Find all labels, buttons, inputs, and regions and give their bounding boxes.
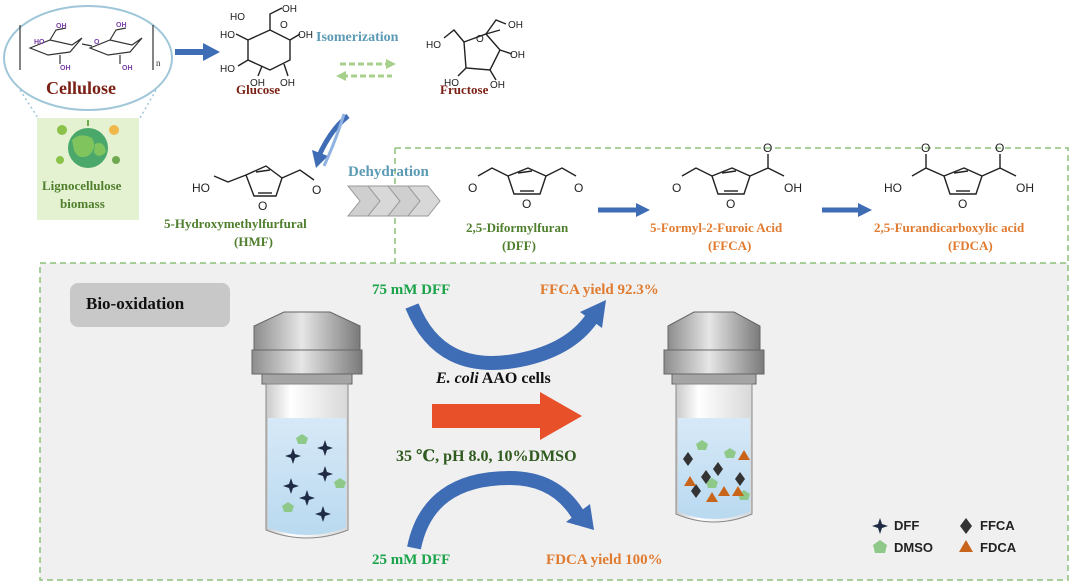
ffca-name-label: 5-Formyl-2-Furoic Acid	[650, 220, 783, 235]
svg-text:O: O	[574, 181, 583, 195]
ffca-abbr-label: (FFCA)	[708, 238, 752, 253]
bio-oxidation-label: Bio-oxidation	[86, 294, 185, 313]
hmf-name-label: 5-Hydroxymethylfurfural	[164, 216, 307, 231]
fdca-yield-label: FDCA yield 100%	[546, 552, 663, 568]
ecoli-label: E. coli AAO cells	[436, 370, 551, 387]
svg-text:O: O	[995, 141, 1004, 155]
right-vial-molecules	[683, 440, 750, 502]
svg-text:OH: OH	[56, 23, 67, 30]
isomerization-label: Isomerization	[316, 30, 399, 45]
svg-text:OH: OH	[510, 50, 525, 61]
svg-text:HO: HO	[230, 12, 245, 23]
dff-25-label: 25 mM DFF	[372, 552, 451, 568]
dff-structure	[477, 167, 577, 195]
dff-marker	[315, 506, 331, 522]
svg-text:OH: OH	[508, 20, 523, 31]
svg-text:HO: HO	[34, 39, 45, 46]
left-vial-molecules	[282, 434, 346, 522]
svg-text:O: O	[468, 181, 477, 195]
dashed-outline-top	[395, 147, 1069, 262]
svg-text:OH: OH	[298, 30, 313, 41]
cellulose-bubble	[3, 5, 173, 111]
legend-dmso: DMSO	[894, 540, 933, 555]
dff-75-label: 75 mM DFF	[372, 282, 451, 298]
dmso-marker	[334, 478, 346, 488]
legend-markers	[872, 518, 973, 553]
svg-text:O: O	[522, 197, 531, 211]
glucose-label: Glucose	[236, 82, 281, 97]
isomerization-arrows	[336, 59, 396, 81]
svg-text:OH: OH	[1016, 181, 1034, 195]
legend-ffca: FFCA	[980, 518, 1015, 533]
curved-arrow-glucose-hmf	[312, 113, 350, 168]
svg-text:O: O	[726, 197, 735, 211]
svg-text:OH: OH	[60, 65, 71, 72]
svg-text:O: O	[280, 20, 288, 31]
hmf-structure	[213, 165, 315, 197]
svg-text:O: O	[476, 34, 484, 45]
conditions-label: 35 ℃, pH 8.0, 10%DMSO	[396, 448, 577, 465]
dmso-marker	[296, 434, 308, 444]
dff-abbr-label: (DFF)	[502, 238, 536, 253]
svg-text:OH: OH	[282, 4, 297, 15]
svg-text:HO: HO	[192, 181, 210, 195]
svg-text:O: O	[921, 141, 930, 155]
lignocellulose-label: Lignocellulose	[42, 178, 122, 193]
dmso-marker	[282, 502, 294, 512]
svg-text:OH: OH	[490, 80, 505, 91]
svg-text:HO: HO	[884, 181, 902, 195]
fructose-label: Fructose	[440, 82, 489, 97]
fructose-structure	[443, 19, 513, 81]
bio-oxidation-label-box	[70, 283, 230, 327]
dff-marker	[317, 440, 333, 456]
svg-text:HO: HO	[220, 64, 235, 75]
ffca-yield-label: FFCA yield 92.3%	[540, 282, 659, 298]
ffca-structure	[681, 154, 785, 195]
svg-text:OH: OH	[116, 22, 127, 29]
fdca-abbr-label: (FDCA)	[948, 238, 993, 253]
svg-text:O: O	[958, 197, 967, 211]
dff-marker	[283, 478, 299, 494]
fdca-structure	[911, 154, 1017, 195]
legend-ffca-icon	[960, 518, 972, 534]
svg-text:OH: OH	[122, 65, 133, 72]
legend-fdca: FDCA	[980, 540, 1017, 555]
svg-text:O: O	[258, 199, 267, 213]
glucose-structure	[235, 7, 301, 77]
svg-text:HO: HO	[444, 78, 459, 89]
curved-arrow-bottom	[407, 470, 594, 550]
fdca-name-label: 2,5-Furandicarboxylic acid	[874, 220, 1025, 235]
legend-dff-icon	[872, 518, 888, 534]
dehydration-label: Dehydration	[348, 164, 429, 180]
svg-text:HO: HO	[426, 40, 441, 51]
svg-text:OH: OH	[784, 181, 802, 195]
dff-marker	[317, 466, 333, 482]
svg-text:HO: HO	[220, 30, 235, 41]
svg-text:n: n	[156, 58, 161, 68]
cellulose-label: Cellulose	[46, 78, 116, 98]
vial-right	[663, 311, 765, 523]
dff-marker	[285, 448, 301, 464]
svg-text:OH: OH	[280, 78, 295, 89]
dff-name-label: 2,5-Diformylfuran	[466, 220, 569, 235]
biomass-label: biomass	[60, 196, 105, 211]
main-reaction-arrow	[432, 392, 582, 440]
svg-text:O: O	[94, 39, 100, 46]
legend-dff: DFF	[894, 518, 920, 533]
legend-fdca-icon	[959, 540, 973, 552]
dehydration-arrow	[346, 185, 441, 217]
svg-text:O: O	[312, 183, 321, 197]
svg-text:OH: OH	[250, 78, 265, 89]
curved-arrow-top	[405, 300, 606, 370]
svg-text:O: O	[763, 141, 772, 155]
cellulose-structure	[19, 25, 154, 70]
globe-icon	[56, 120, 120, 168]
dff-marker	[299, 490, 315, 506]
svg-text:O: O	[672, 181, 681, 195]
legend-dmso-icon	[873, 540, 887, 553]
hmf-abbr-label: (HMF)	[234, 234, 273, 249]
